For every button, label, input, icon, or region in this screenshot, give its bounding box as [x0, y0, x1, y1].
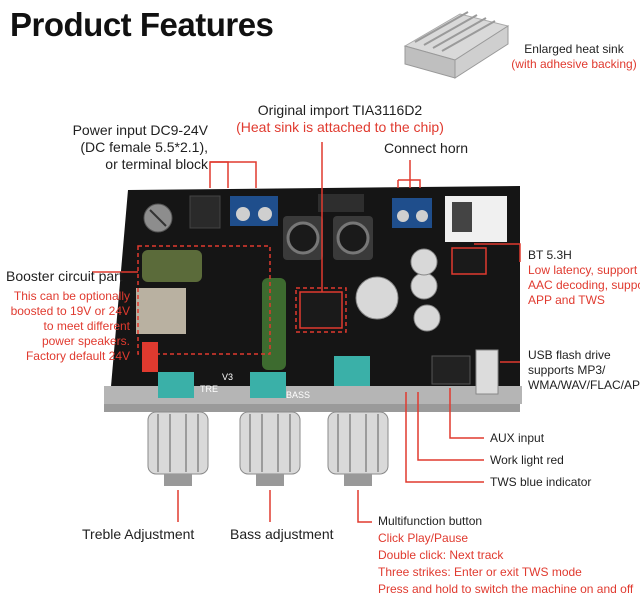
bass-label: Bass adjustment — [230, 526, 334, 542]
highlight-boxes — [137, 245, 347, 355]
multifunction-line2: Double click: Next track — [378, 548, 504, 562]
multifunction-line3: Three strikes: Enter or exit TWS mode — [378, 565, 582, 579]
bt-line2: AAC decoding, support — [528, 278, 640, 292]
multifunction-label: Multifunction button Click Play/Pause Do… — [378, 514, 633, 597]
booster-line5: Factory default 24V — [25, 349, 130, 363]
aux-label: AUX input — [490, 431, 545, 445]
treble-label: Treble Adjustment — [82, 526, 195, 542]
booster-line2: boosted to 19V or 24V — [10, 304, 130, 318]
heatsink-line1: Enlarged heat sink — [524, 42, 624, 56]
horn-label: Connect horn — [384, 140, 469, 156]
circuit-board: TRE BASS V3 — [104, 186, 522, 486]
power-line1: Power input DC9-24V — [72, 122, 208, 138]
usb-line2: supports MP3/ — [528, 363, 606, 377]
booster-label: Booster circuit part This can be optiona… — [6, 268, 130, 364]
board-label-v3: V3 — [222, 372, 233, 382]
usb-line1: USB flash drive — [528, 348, 611, 362]
multifunction-line4: Press and hold to switch the machine on … — [378, 582, 634, 596]
heatsink-line2: (with adhesive backing) — [511, 57, 637, 71]
leader-lines — [92, 142, 521, 523]
worklight-label: Work light red — [490, 453, 564, 467]
chip-line1: Original import TIA3116D2 — [257, 102, 423, 118]
bt-line1: Low latency, support — [528, 263, 638, 277]
booster-line1: This can be optionally — [13, 289, 130, 303]
heatsink-image — [403, 11, 510, 79]
power-line2: (DC female 5.5*2.1), — [80, 139, 208, 155]
booster-line4: power speakers. — [41, 334, 130, 348]
page-title: Product Features — [10, 6, 274, 43]
heatsink-label: Enlarged heat sink (with adhesive backin… — [510, 42, 638, 72]
multifunction-title: Multifunction button — [378, 514, 483, 528]
multifunction-line1: Click Play/Pause — [378, 531, 469, 545]
usb-line3: WMA/WAV/FLAC/APE — [528, 378, 640, 392]
tws-label: TWS blue indicator — [490, 475, 592, 489]
chip-label: Original import TIA3116D2 (Heat sink is … — [220, 102, 460, 136]
bt-line3: APP and TWS — [528, 293, 605, 307]
bt-label: BT 5.3H Low latency, support AAC decodin… — [528, 248, 640, 308]
board-label-bass: BASS — [286, 390, 310, 400]
chip-line2: (Heat sink is attached to the chip) — [236, 119, 444, 135]
booster-title: Booster circuit part — [6, 268, 123, 284]
power-line3: or terminal block — [105, 156, 208, 172]
booster-line3: to meet different — [43, 319, 131, 333]
power-label: Power input DC9-24V (DC female 5.5*2.1),… — [44, 122, 208, 173]
bt-title: BT 5.3H — [528, 248, 572, 262]
usb-label: USB flash drive supports MP3/ WMA/WAV/FL… — [528, 348, 640, 393]
board-label-tre: TRE — [200, 384, 218, 394]
